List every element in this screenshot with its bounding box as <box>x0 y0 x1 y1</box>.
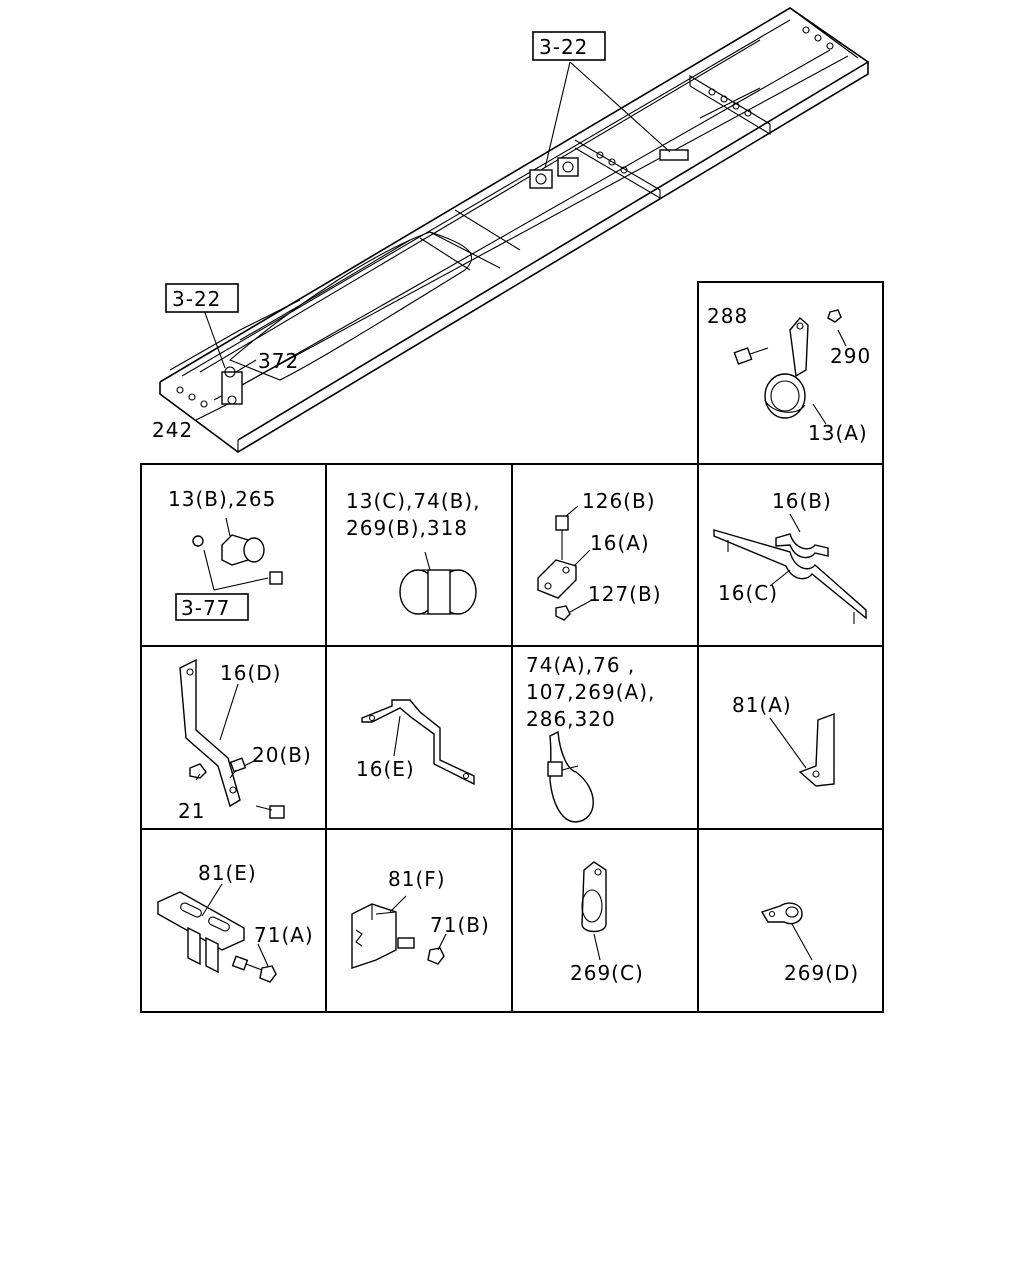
panel-13c <box>399 551 477 615</box>
panel-16a <box>537 505 593 621</box>
part-label-16b: 16(B) <box>772 489 832 513</box>
ref-box-3-77 <box>175 593 249 621</box>
ref-box-top <box>532 31 606 61</box>
part-label-242: 242 <box>152 418 193 442</box>
parts-grid <box>140 281 884 1013</box>
part-label-288: 288 <box>707 304 748 328</box>
panel-cable-tie <box>547 730 594 823</box>
part-label-71a: 71(A) <box>254 923 314 947</box>
ref-left-label: 3-22 <box>172 287 221 311</box>
panel-16bc <box>713 513 867 624</box>
chassis-frame <box>159 7 870 453</box>
panel-81a <box>769 712 835 787</box>
part-label-74a-line2: 107,269(A), <box>526 680 655 704</box>
part-label-81e: 81(E) <box>198 861 257 885</box>
part-label-127b: 127(B) <box>588 582 662 606</box>
part-label-81a: 81(A) <box>732 693 792 717</box>
part-label-16e: 16(E) <box>356 757 415 781</box>
part-label-20b: 20(B) <box>252 743 312 767</box>
panel-16d <box>179 658 285 819</box>
part-label-16d: 16(D) <box>220 661 281 685</box>
part-label-16a: 16(A) <box>590 531 650 555</box>
part-label-81f: 81(F) <box>388 867 446 891</box>
panel-81f <box>351 895 447 969</box>
part-label-13c-line1: 13(C),74(B), <box>346 489 481 513</box>
panel-269c <box>581 861 607 961</box>
part-label-71b: 71(B) <box>430 913 490 937</box>
part-label-74a-line3: 286,320 <box>526 707 616 731</box>
part-label-16c: 16(C) <box>718 581 778 605</box>
part-label-372: 372 <box>258 349 299 373</box>
part-label-269d: 269(D) <box>784 961 859 985</box>
ref-3-77-label: 3-77 <box>181 596 230 620</box>
panel-13a <box>733 309 847 425</box>
panel-13b <box>192 517 283 591</box>
part-label-13a: 13(A) <box>808 421 868 445</box>
part-label-13b: 13(B),265 <box>168 487 276 511</box>
part-label-126b: 126(B) <box>582 489 656 513</box>
panel-16e <box>361 699 475 786</box>
panel-269d <box>760 902 813 961</box>
part-label-290: 290 <box>830 344 871 368</box>
ref-top-label: 3-22 <box>539 35 588 59</box>
part-label-21: 21 <box>178 799 205 823</box>
ref-box-left <box>165 283 239 313</box>
part-label-74a-line1: 74(A),76 , <box>526 653 635 677</box>
part-label-269c: 269(C) <box>570 961 644 985</box>
panel-81e <box>157 883 277 983</box>
part-label-13c-line2: 269(B),318 <box>346 516 468 540</box>
